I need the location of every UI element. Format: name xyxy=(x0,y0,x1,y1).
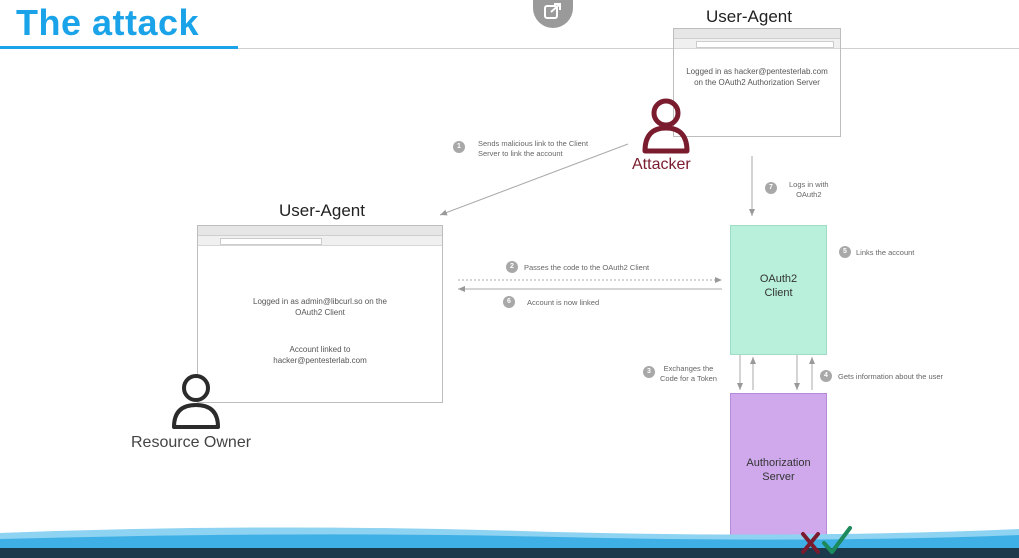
oauth2-client-label-1: OAuth2 xyxy=(759,273,798,285)
step-4-badge: 4 xyxy=(820,370,832,382)
resource-owner-icon xyxy=(172,374,220,429)
attacker-label: Attacker xyxy=(632,156,691,173)
oauth2-client-node: OAuth2 Client xyxy=(730,225,827,355)
page-title: The attack xyxy=(16,2,200,43)
victim-browser-line4: hacker@pentesterlab.com xyxy=(273,356,367,365)
authorization-server-node: Authorization Server xyxy=(730,393,827,543)
step-7-badge: 7 xyxy=(765,182,777,194)
step-5-badge: 5 xyxy=(839,246,851,258)
attacker-icon xyxy=(642,98,690,154)
cross-icon xyxy=(801,532,820,554)
check-icon xyxy=(822,526,852,554)
victim-browser-line1: Logged in as admin@libcurl.so on the xyxy=(253,297,387,306)
victim-browser-window: Logged in as admin@libcurl.so on the OAu… xyxy=(197,225,443,403)
browser-address-bar xyxy=(198,236,442,246)
attacker-browser-window: Logged in as hacker@pentesterlab.com on … xyxy=(673,28,841,137)
share-icon xyxy=(544,3,561,19)
step-5-label: Links the account xyxy=(856,248,915,257)
arrow-step-1 xyxy=(439,143,629,216)
browser-address-bar xyxy=(674,39,840,49)
step-4-label: Gets information about the user xyxy=(838,372,944,381)
bottom-wave-band xyxy=(0,526,1019,558)
victim-browser-line3: Account linked to xyxy=(289,345,351,354)
victim-user-agent-title: User-Agent xyxy=(279,201,365,220)
victim-browser-line2: OAuth2 Client xyxy=(295,308,345,317)
browser-tab-bar xyxy=(674,29,840,39)
step-2-badge: 2 xyxy=(506,261,518,273)
browser-tab-bar xyxy=(198,226,442,236)
step-6-label: Account is now linked xyxy=(527,298,600,307)
title-underline xyxy=(0,46,238,49)
step-2-label: Passes the code to the OAuth2 Client xyxy=(524,263,650,272)
attacker-user-agent-title: User-Agent xyxy=(706,7,792,26)
step-1-badge: 1 xyxy=(453,141,465,153)
step-3-badge: 3 xyxy=(643,366,655,378)
authorization-server-label-1: Authorization xyxy=(746,457,811,469)
resource-owner-label: Resource Owner xyxy=(131,434,252,451)
oauth2-client-label-2: Client xyxy=(764,287,793,299)
step-6-badge: 6 xyxy=(503,296,515,308)
authorization-server-label-2: Server xyxy=(762,471,795,483)
attacker-browser-line1: Logged in as hacker@pentesterlab.com xyxy=(686,67,828,76)
attacker-browser-line2: on the OAuth2 Authorization Server xyxy=(694,78,820,87)
header-divider xyxy=(238,48,1019,49)
